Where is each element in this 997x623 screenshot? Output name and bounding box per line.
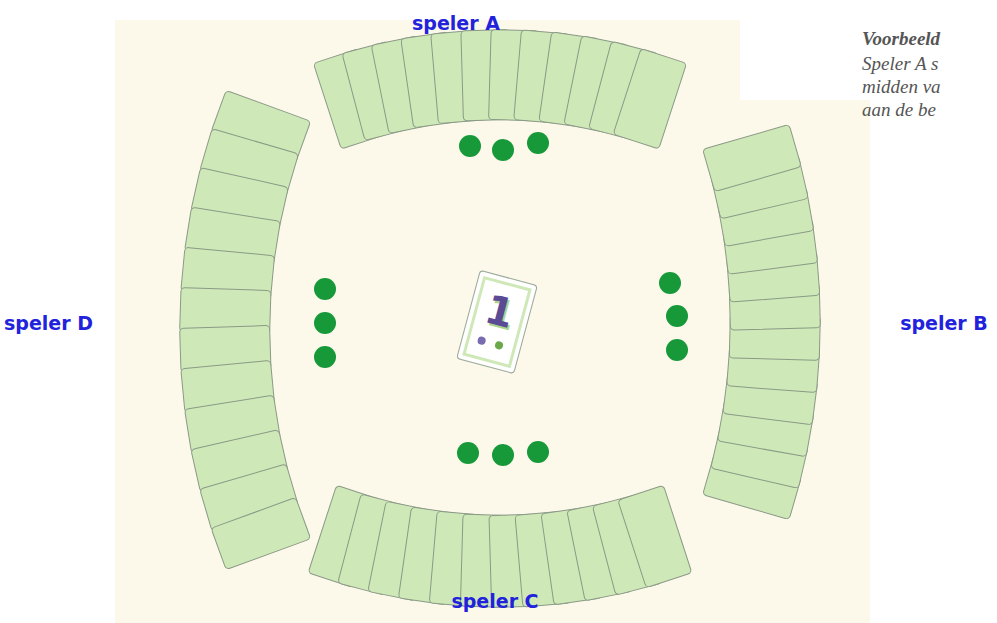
token: [457, 442, 479, 464]
example-note: Speler A s: [862, 53, 938, 75]
token: [527, 132, 549, 154]
token: [492, 444, 514, 466]
token: [314, 312, 336, 334]
token: [314, 278, 336, 300]
card-number: 1: [467, 285, 533, 339]
face-down-card: [211, 497, 311, 569]
example-note: aan de be: [862, 99, 936, 121]
player-label: speler C: [451, 590, 538, 612]
player-label: speler D: [4, 312, 93, 334]
face-down-card: [618, 485, 692, 587]
token: [459, 135, 481, 157]
token: [659, 272, 681, 294]
example-note: midden va: [862, 76, 941, 98]
token: [666, 339, 688, 361]
card-icons: [470, 331, 512, 355]
face-down-card: [703, 124, 802, 191]
player-label: speler A: [412, 12, 500, 34]
player-label: speler B: [900, 312, 988, 334]
token: [314, 346, 336, 368]
token: [666, 305, 688, 327]
example-note: Voorbeeld: [862, 28, 940, 50]
table-surface: [115, 20, 870, 623]
face-down-card: [613, 49, 686, 149]
token: [492, 139, 514, 161]
token: [527, 441, 549, 463]
